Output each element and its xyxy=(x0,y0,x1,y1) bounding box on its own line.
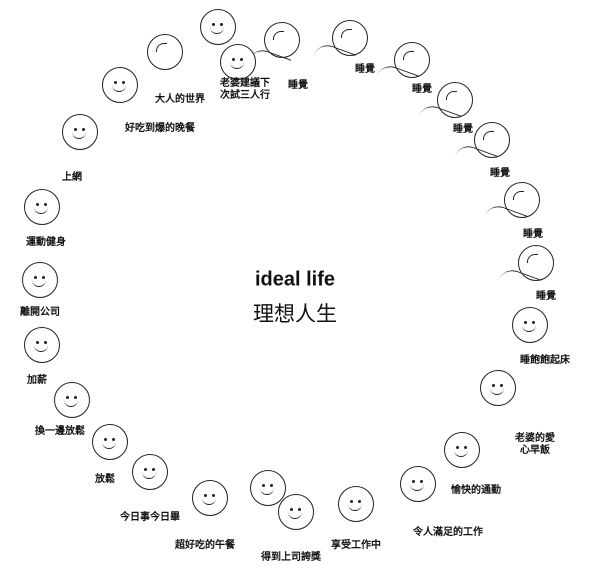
stage-label: 加薪 xyxy=(27,375,47,386)
sleeping-figure-icon xyxy=(264,22,300,58)
leaving-figure-icon xyxy=(22,262,58,298)
wife-figure-icon xyxy=(220,44,256,80)
stage-label: 睡覺 xyxy=(523,229,543,240)
stage-label-line: 老婆建議下 xyxy=(220,78,270,89)
stage-label: 超好吃的午餐 xyxy=(175,540,235,551)
done-figure-icon xyxy=(132,454,168,490)
stage-label: 今日事今日畢 xyxy=(120,512,180,523)
stage-label-line: 次試三人行 xyxy=(220,90,270,101)
adult-world-figure-icon xyxy=(147,34,183,70)
stage-label: 得到上司誇獎 xyxy=(261,552,321,563)
stage-label: 睡覺 xyxy=(536,291,556,302)
stage-label: 睡覺 xyxy=(453,124,473,135)
commute-figure-icon xyxy=(444,432,480,468)
stage-label: 放鬆 xyxy=(95,474,115,485)
stage-label: 睡覺 xyxy=(412,84,432,95)
relaxing-figure-icon xyxy=(54,382,90,418)
sleeping-figure-icon xyxy=(474,122,510,158)
husband-figure-icon xyxy=(200,9,236,45)
sleeping-figure-icon xyxy=(394,42,430,78)
raise-figure-icon xyxy=(24,327,60,363)
stage-label: 上網 xyxy=(62,172,82,183)
working-figure-icon xyxy=(400,466,436,502)
relaxing-figure-icon xyxy=(92,424,128,460)
stage-label: 運動健身 xyxy=(26,237,66,248)
sleeping-figure-icon xyxy=(518,245,554,281)
title-chinese: 理想人生 xyxy=(253,302,337,326)
sleeping-figure-icon xyxy=(504,182,540,218)
stage-label: 睡覺 xyxy=(490,168,510,179)
stage-label-line: 老婆的愛 xyxy=(515,433,555,444)
waking-figure-icon xyxy=(512,307,548,343)
working-figure-icon xyxy=(338,486,374,522)
exercise-figure-icon xyxy=(24,189,60,225)
stage-label: 愉快的通勤 xyxy=(451,485,501,496)
lunch-figure-icon xyxy=(192,480,228,516)
stage-label: 享受工作中 xyxy=(331,540,381,551)
sleeping-figure-icon xyxy=(332,20,368,56)
boss-figure-icon xyxy=(250,470,286,506)
stage-label: 換一邊放鬆 xyxy=(35,426,85,437)
breakfast-figure-icon xyxy=(480,370,516,406)
stage-label: 睡覺 xyxy=(288,80,308,91)
internet-figure-icon xyxy=(62,114,98,150)
stage-label-line: 心早飯 xyxy=(520,445,550,456)
title-english: ideal life xyxy=(254,268,336,291)
stage-label: 令人滿足的工作 xyxy=(413,527,483,538)
stage-label: 睡覺 xyxy=(355,64,375,75)
stage-label: 老婆建議下次試三人行 xyxy=(220,78,270,102)
praised-figure-icon xyxy=(278,494,314,530)
stage-label: 好吃到爆的晚餐 xyxy=(125,123,195,134)
stage-label: 大人的世界 xyxy=(155,94,205,105)
sleeping-figure-icon xyxy=(437,82,473,118)
dinner-figure-icon xyxy=(102,67,138,103)
stage-label: 離開公司 xyxy=(20,307,60,318)
stage-label: 睡飽飽起床 xyxy=(520,355,570,366)
stage-label: 老婆的愛心早飯 xyxy=(515,433,555,457)
